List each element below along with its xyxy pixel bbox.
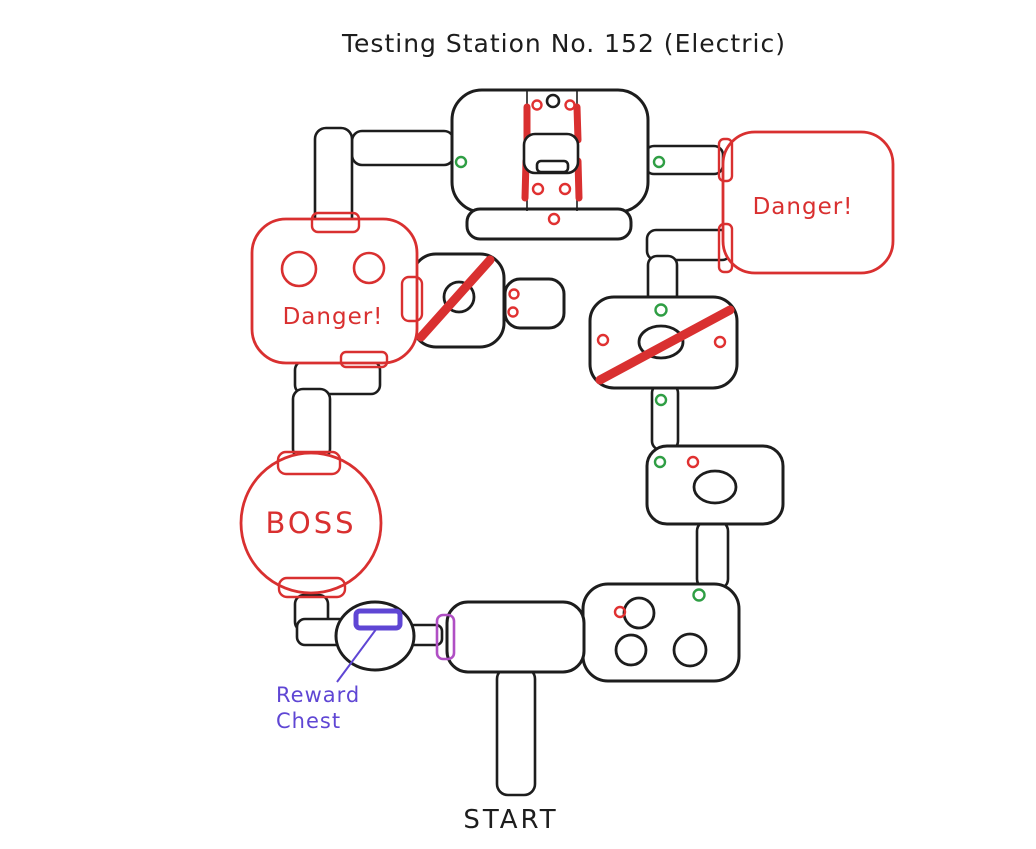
map-title: Testing Station No. 152 (Electric) [341,29,786,58]
danger-eye-circle [280,250,318,288]
room-danger-left [250,217,419,365]
main-room-interior [521,91,583,211]
corridor-topright-horizontal [643,144,725,176]
red-markers [507,99,727,619]
green-marker-dot [654,303,668,317]
room-small-side [503,277,566,330]
pit-ellipse [637,324,685,360]
reward-chest-icon [353,608,403,631]
red-marker-dot [558,182,572,196]
room-features [280,250,738,668]
room-antechamber [465,207,633,241]
red-slash-icon [416,255,495,342]
pit-circle [614,633,648,667]
red-marker-dot [596,333,610,347]
room-danger-right [721,130,895,275]
pit-ellipse [692,469,738,505]
map-labels: Testing Station No. 152 (Electric) Dange… [265,29,854,835]
reward-chest-group [336,608,403,683]
green-marker-dot [454,155,468,169]
red-slash-icon [595,305,735,385]
red-marker-dot [564,99,576,111]
black-marker-dot [545,93,561,109]
electric-barrier-icon [573,103,582,144]
red-marker-dot [508,288,520,300]
reward-chest-pointer-line [336,627,378,683]
red-marker-dot [547,212,561,226]
center-console-panel [535,159,570,174]
pit-circle [672,632,708,668]
danger-eye-circle [352,251,386,285]
green-markers [454,155,706,602]
danger-left-label: Danger! [283,304,384,330]
green-marker-dot [653,455,667,469]
corridor-topleft-horizontal [350,129,456,167]
door-danger-left-right [400,275,424,323]
door-danger-right-lower [717,222,734,274]
corridor-left-mid-vertical [291,387,332,461]
reward-chest-label-line2: Chest [276,709,341,733]
boss-label: BOSS [265,506,356,540]
red-marker-dot [531,99,543,111]
door-danger-right-upper [717,137,734,183]
start-label: START [463,805,558,835]
room-bottom-center [445,600,586,674]
red-marker-dot [613,605,627,619]
red-marker-dot [507,306,519,318]
green-marker-dot [692,588,706,602]
corridors [291,126,733,797]
corridor-right-mid-vertical [650,382,680,452]
red-marker-dot [713,335,727,349]
room-bottom-right [581,582,741,683]
doors [276,137,734,661]
door-danger-left-bottom [339,350,389,369]
corridor-right-lower-vertical [695,519,730,591]
reward-chest-label-line1: Reward [276,683,360,707]
red-marker-dot [531,182,545,196]
pit-circle [442,280,476,314]
door-danger-left-top [310,211,361,234]
green-marker-dot [652,155,666,169]
red-marker-dot [686,455,700,469]
room-ellipse [645,444,785,526]
danger-right-label: Danger! [753,194,854,220]
green-marker-dot [654,393,668,407]
corridor-topleft-vertical [313,126,354,232]
corridor-start [495,666,537,797]
door-boss-top [276,450,342,476]
door-bottom-center-left [435,613,456,661]
door-boss-bottom [277,576,347,599]
